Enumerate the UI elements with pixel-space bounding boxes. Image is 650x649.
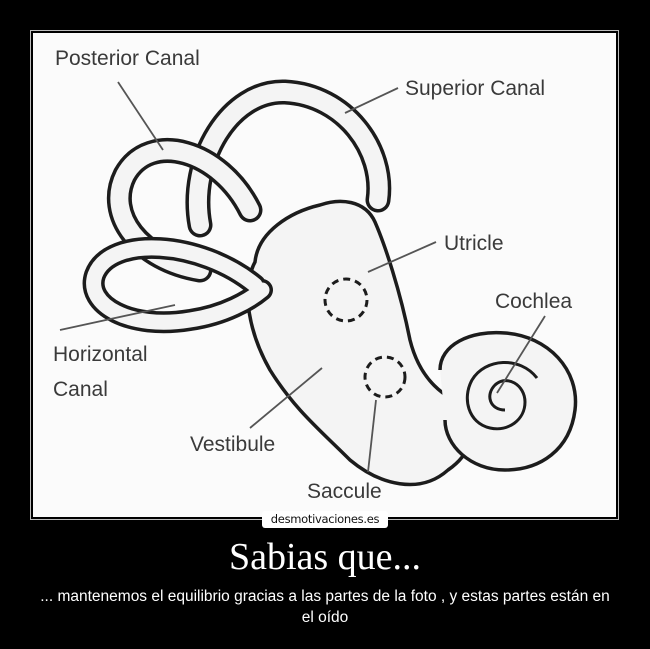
label-horizontal-canal-line1: Horizontal xyxy=(53,343,148,366)
label-cochlea: Cochlea xyxy=(495,290,572,313)
cochlea-spiral xyxy=(465,361,539,431)
leader-lines xyxy=(59,81,546,473)
watermark-badge: desmotivaciones.es xyxy=(261,511,389,528)
label-saccule: Saccule xyxy=(307,480,382,503)
saccule-marker xyxy=(363,355,407,399)
poster-caption: ... mantenemos el equilibrio gracias a l… xyxy=(40,588,610,626)
inner-ear-diagram: Posterior Canal Superior Canal Utricle C… xyxy=(33,33,616,517)
poster-title: Sabias que... xyxy=(228,536,422,578)
cochlea-shell xyxy=(438,330,578,472)
inner-ear-illustration: Posterior Canal Superior Canal Utricle C… xyxy=(53,47,578,503)
label-horizontal-canal-line2: Canal xyxy=(53,378,108,401)
label-vestibule: Vestibule xyxy=(190,433,275,456)
utricle-marker xyxy=(323,277,369,323)
label-superior-canal: Superior Canal xyxy=(405,77,545,100)
label-utricle: Utricle xyxy=(444,232,504,255)
watermark: desmotivaciones.es xyxy=(0,510,650,528)
label-posterior-canal: Posterior Canal xyxy=(55,47,200,70)
vestibule-body xyxy=(246,199,476,487)
